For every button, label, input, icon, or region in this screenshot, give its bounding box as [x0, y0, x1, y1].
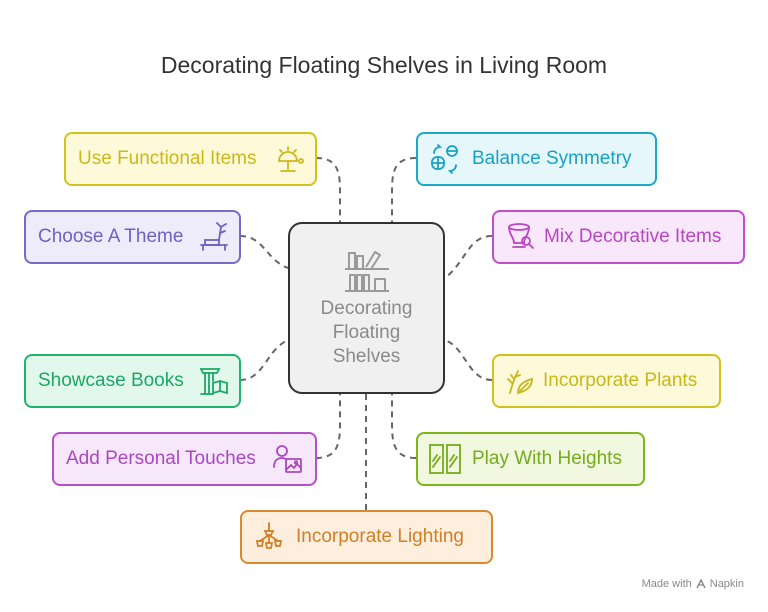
books-icon [199, 368, 228, 395]
node-play-with-heights: Play With Heights [416, 432, 645, 486]
connector-plants [444, 339, 493, 381]
node-add-personal-touches: Add Personal Touches [52, 432, 317, 486]
connector-functional [315, 157, 341, 222]
node-label: Mix Decorative Items [544, 226, 722, 247]
node-label: Choose A Theme [38, 226, 184, 247]
diagram-title: Decorating Floating Shelves in Living Ro… [160, 52, 608, 78]
footer-credit: Made with Napkin [642, 578, 744, 590]
napkin-logo-icon [696, 579, 706, 589]
node-label: Incorporate Lighting [296, 526, 464, 547]
symmetry-icon [431, 144, 458, 174]
footer-brand: Napkin [709, 578, 744, 590]
node-incorporate-lighting: Incorporate Lighting [240, 510, 493, 564]
node-showcase-books: Showcase Books [24, 354, 241, 408]
bookshelf-icon [344, 251, 389, 292]
desk-lamp-icon [278, 146, 304, 172]
photo-icon [273, 445, 302, 473]
node-balance-symmetry: Balance Symmetry [416, 132, 657, 186]
node-label: Showcase Books [38, 370, 184, 391]
connector-decorative [444, 235, 493, 279]
chandelier-icon [255, 522, 283, 549]
heights-icon [429, 444, 461, 474]
center-label: Decorating Floating Shelves [320, 298, 413, 367]
node-label: Balance Symmetry [472, 148, 632, 169]
connector-books [239, 339, 289, 381]
node-label: Incorporate Plants [543, 370, 698, 391]
node-label: Add Personal Touches [66, 448, 256, 469]
connector-theme [239, 235, 289, 269]
node-incorporate-plants: Incorporate Plants [492, 354, 721, 408]
vase-icon [508, 223, 534, 249]
node-label: Play With Heights [472, 448, 622, 469]
node-use-functional-items: Use Functional Items [64, 132, 317, 186]
footer-text: Made with [641, 578, 692, 590]
connector-heights [391, 394, 417, 459]
connector-personal [315, 394, 341, 459]
node-choose-a-theme: Choose A Theme [24, 210, 241, 264]
node-label: Use Functional Items [78, 148, 257, 169]
center-topic: Decorating Floating Shelves [288, 222, 445, 394]
connector-symmetry [391, 157, 417, 222]
plant-icon [507, 370, 533, 395]
theme-icon [200, 222, 228, 251]
node-mix-decorative-items: Mix Decorative Items [492, 210, 745, 264]
